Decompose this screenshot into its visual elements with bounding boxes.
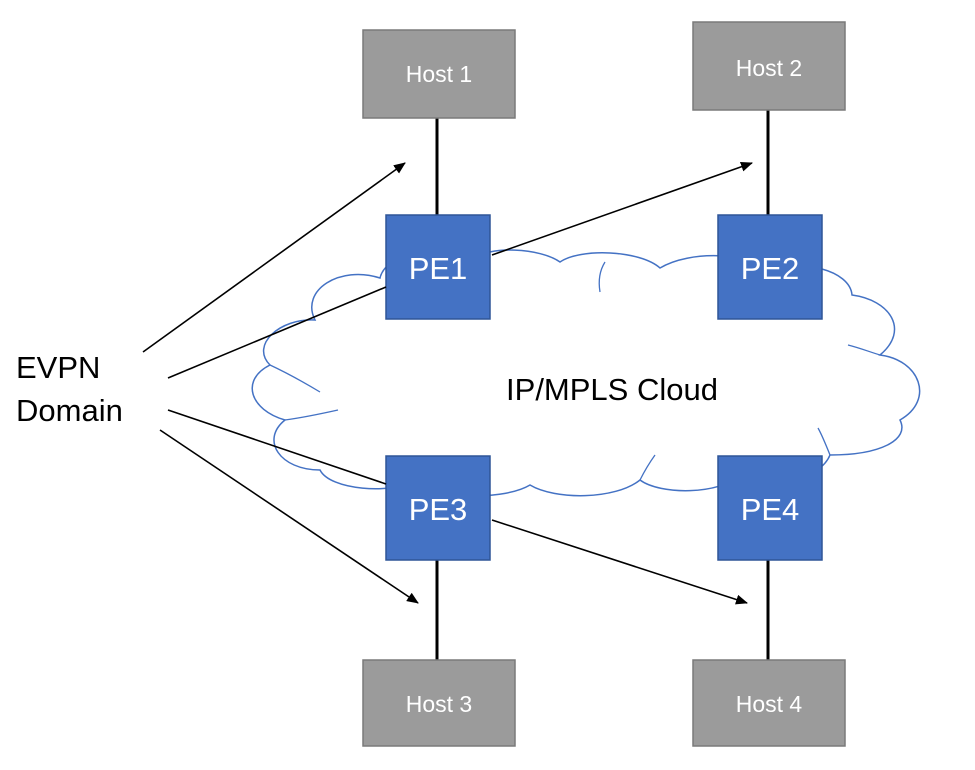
host-3-label: Host 3 [406,691,472,717]
evpn-domain-label: EVPN Domain [16,350,123,428]
pe1-label: PE1 [409,251,468,286]
pe1-box: PE1 [385,214,491,320]
cloud-inner-arc [847,344,881,356]
evpn-label-line-1: EVPN [16,350,100,385]
host-3-box: Host 3 [362,659,516,747]
evpn-label-line-2: Domain [16,393,123,428]
pe2-label: PE2 [741,251,800,286]
arrow-evpn-to-host3 [159,429,419,604]
cloud-inner-arc [284,409,339,421]
host-1-label: Host 1 [406,61,472,87]
host-1-box: Host 1 [362,29,516,119]
pe4-box: PE4 [717,455,823,561]
cloud-inner-arc [639,454,656,481]
arrow-pe3-to-host4 [491,519,748,605]
arrow-evpn-to-host1 [142,162,406,353]
host-4-label: Host 4 [736,691,803,717]
pe3-box: PE3 [385,455,491,561]
host-2-box: Host 2 [692,21,846,111]
cloud-label: IP/MPLS Cloud [506,372,718,407]
cloud-inner-arc [817,427,831,456]
cloud-inner-arc [269,364,321,393]
pe4-label: PE4 [741,492,800,527]
pe2-box: PE2 [717,214,823,320]
line-evpn-to-pe3 [167,409,387,485]
arrow-pe1-to-host2 [491,161,753,256]
line-evpn-to-pe1 [167,286,387,379]
pe3-label: PE3 [409,492,468,527]
host-2-label: Host 2 [736,55,802,81]
host-4-box: Host 4 [692,659,846,747]
cloud-inner-arc [598,261,606,293]
